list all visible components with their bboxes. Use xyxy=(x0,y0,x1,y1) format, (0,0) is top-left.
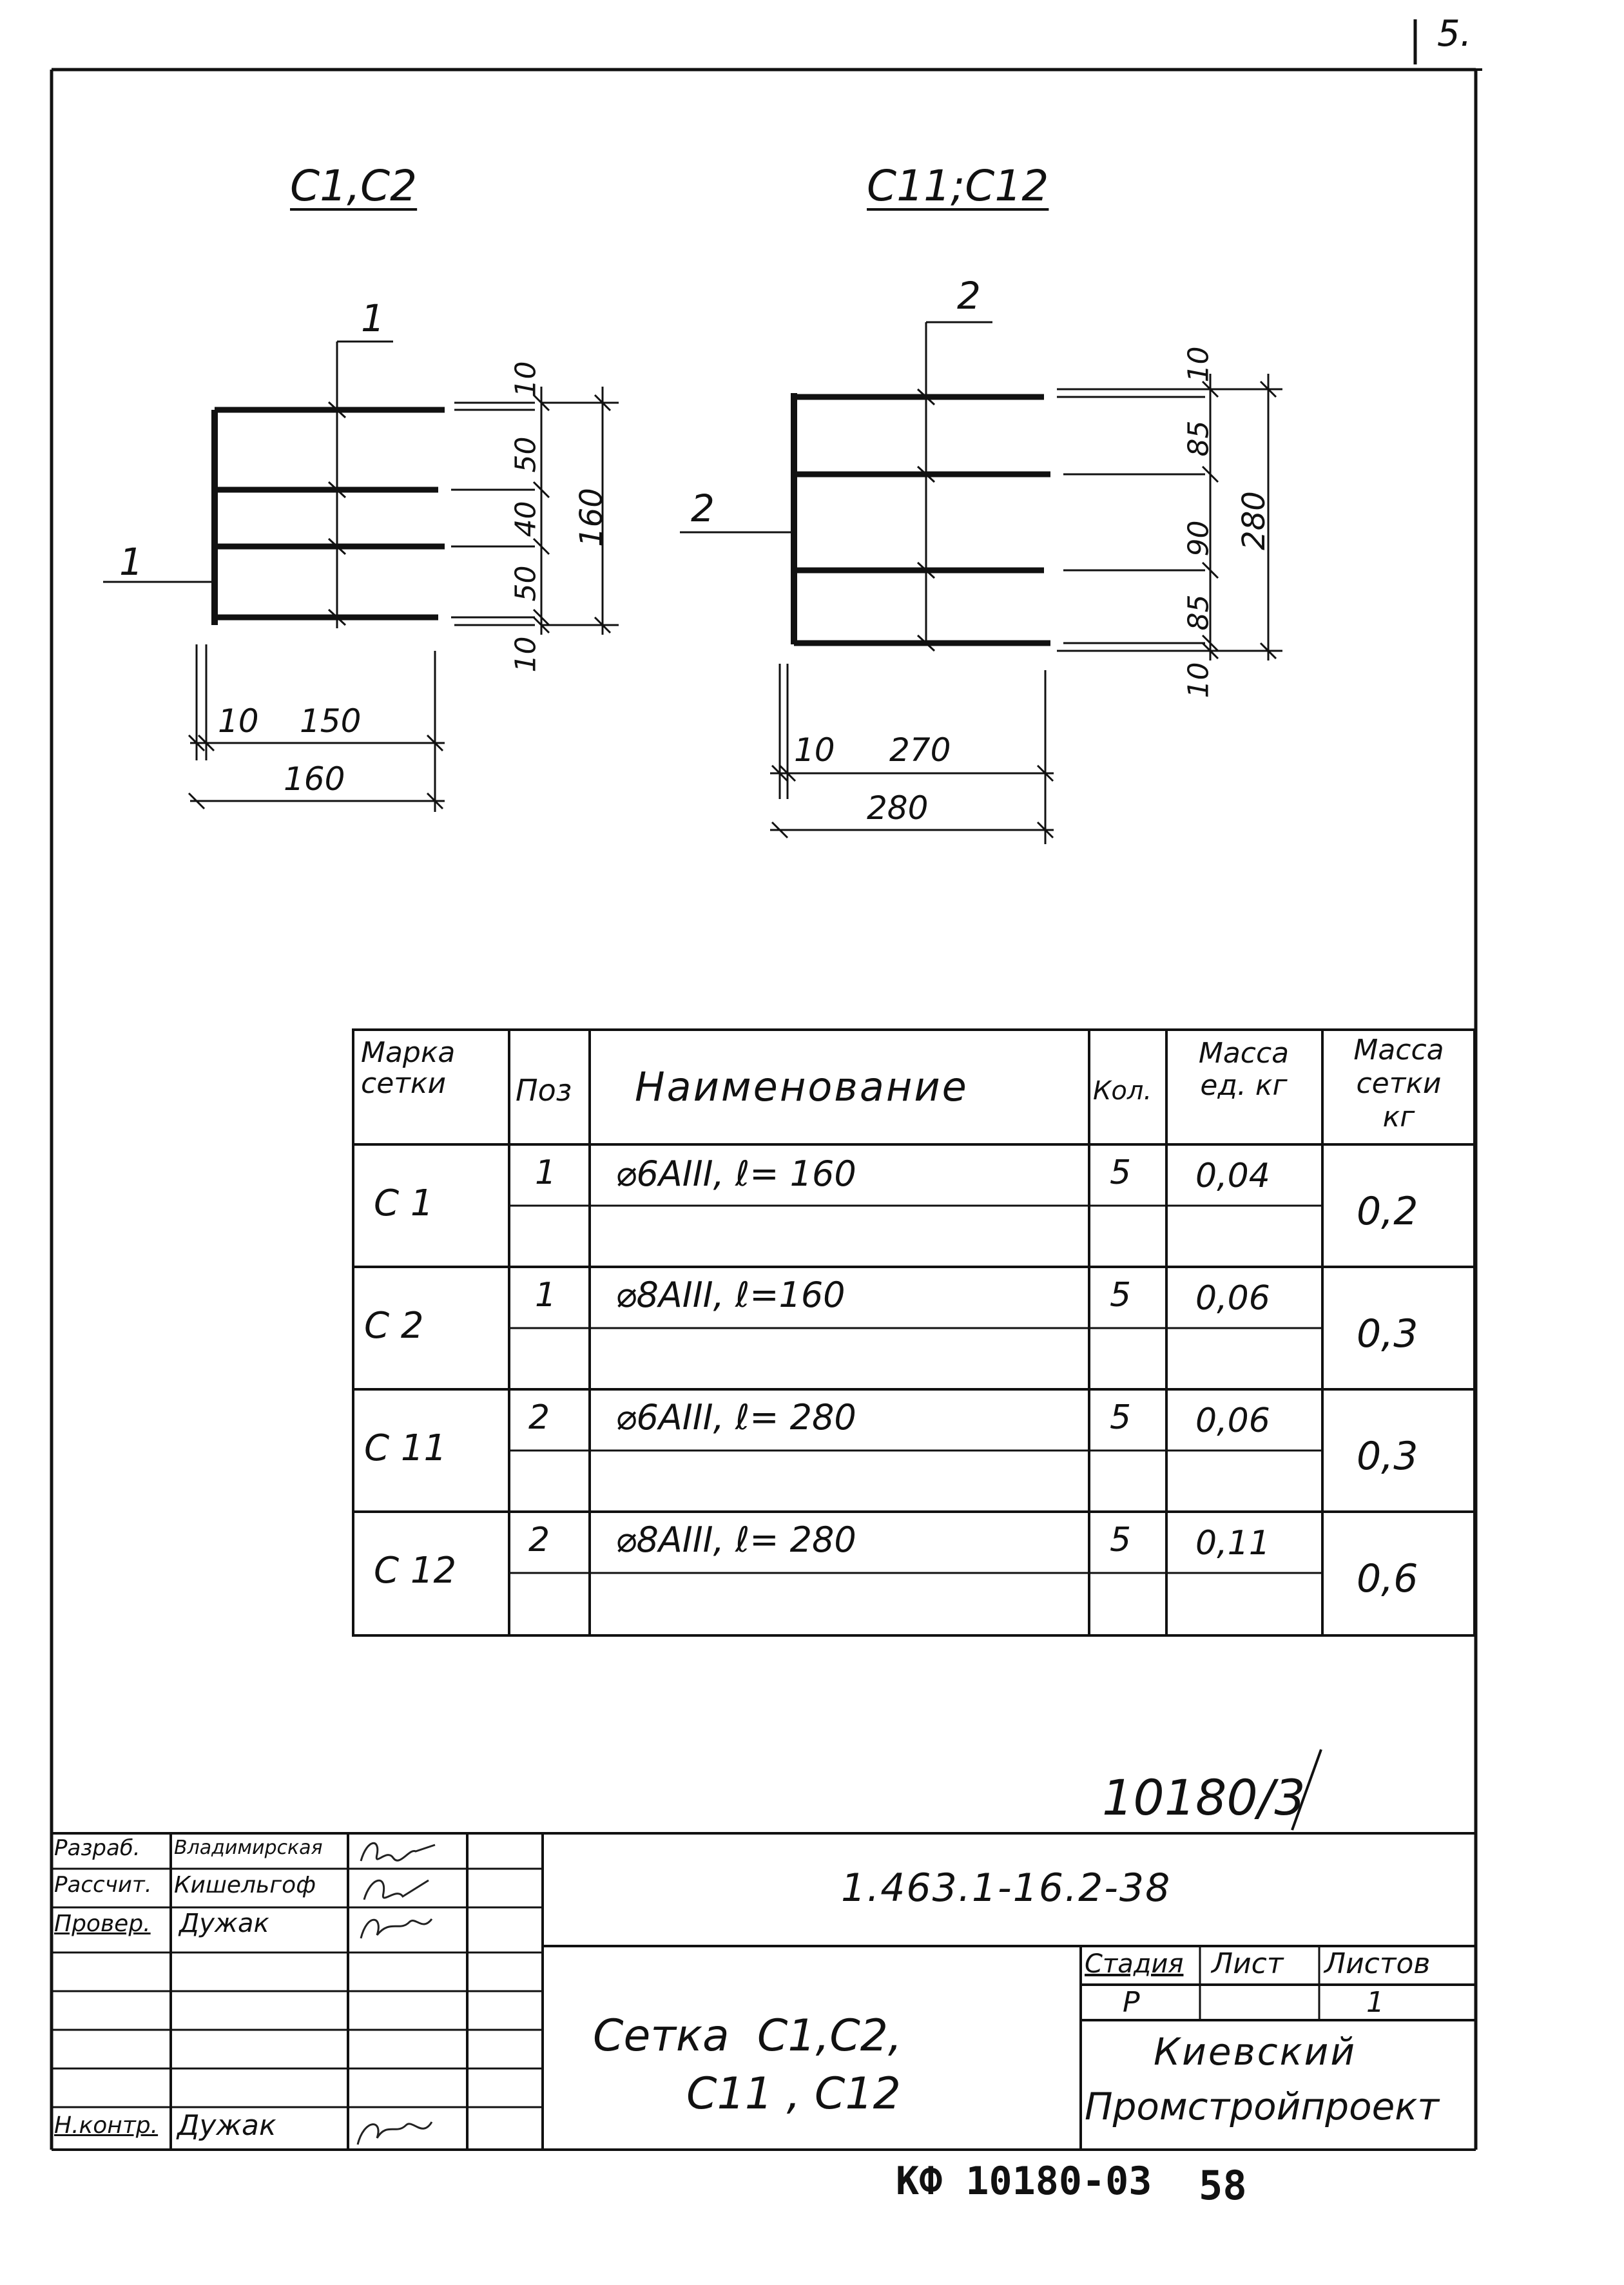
archive-code-text: КФ 10180-03 xyxy=(896,2159,1152,2204)
drawing-title-c11-c12: С11;С12 xyxy=(867,161,1049,211)
row2-total-mass: 0,3 xyxy=(1357,1311,1418,1356)
dim-c11-v1: 10 xyxy=(1182,346,1215,383)
sheets-label: Листов xyxy=(1324,1947,1431,1980)
role-1: Разраб. xyxy=(54,1835,140,1861)
row3-qty: 5 xyxy=(1110,1398,1132,1437)
mesh-c11-c12 xyxy=(680,321,1282,844)
row4-qty: 5 xyxy=(1110,1521,1132,1559)
dim-c1-total-h: 160 xyxy=(284,760,345,798)
organization-line1: Киевский xyxy=(1154,2030,1357,2074)
name-3: Дужак xyxy=(179,1909,269,1938)
dim-c1-v4: 50 xyxy=(509,565,543,602)
dim-c11-v2: 85 xyxy=(1182,420,1215,457)
signatures xyxy=(356,1842,436,2145)
dim-c11-h1: 10 xyxy=(794,731,835,769)
dim-c1-v5: 10 xyxy=(509,636,543,673)
row1-name: ⌀6АIII, ℓ= 160 xyxy=(615,1153,856,1194)
header-mark: Марка сетки xyxy=(361,1037,455,1099)
role-6: Н.контр. xyxy=(54,2112,159,2139)
spec-table-grid xyxy=(352,1028,1476,1637)
row1-unit-mass: 0,04 xyxy=(1195,1157,1270,1195)
section-mark-2-top: 2 xyxy=(957,274,981,318)
header-total-mass: Масса сетки кг xyxy=(1326,1034,1471,1134)
sheets-value: 1 xyxy=(1366,1986,1384,2019)
row3-total-mass: 0,3 xyxy=(1357,1434,1418,1479)
dim-c11-v4: 85 xyxy=(1182,594,1215,631)
stage-value: Р xyxy=(1123,1986,1140,2019)
section-mark-2-left: 2 xyxy=(691,487,715,530)
mesh-c1-c2 xyxy=(103,340,619,812)
dim-c1-total-v: 160 xyxy=(573,488,610,547)
section-mark-1-left: 1 xyxy=(119,540,143,584)
dim-c1-v1: 10 xyxy=(509,361,543,398)
row1-total-mass: 0,2 xyxy=(1357,1189,1418,1234)
dim-c1-v3: 40 xyxy=(509,501,543,537)
organization-line2: Промстройпроект xyxy=(1085,2085,1440,2128)
section-mark-1-top: 1 xyxy=(361,296,385,340)
dim-c11-h2: 270 xyxy=(889,731,951,769)
dim-c11-total-h: 280 xyxy=(867,789,929,827)
title-block-grid xyxy=(52,1749,1476,2151)
row3-unit-mass: 0,06 xyxy=(1195,1402,1270,1440)
role-3: Провер. xyxy=(54,1911,151,1937)
row3-name: ⌀6АIII, ℓ= 280 xyxy=(615,1397,856,1438)
order-number: 10180/3 xyxy=(1102,1769,1306,1826)
header-mark-line2: сетки xyxy=(361,1067,447,1100)
name-1: Владимирская xyxy=(174,1837,323,1859)
row4-name: ⌀8АIII, ℓ= 280 xyxy=(615,1519,856,1560)
role-2: Рассчит. xyxy=(54,1872,152,1898)
row3-mark: С 11 xyxy=(364,1427,447,1469)
page-number: 58 xyxy=(1199,2162,1247,2209)
row1-mark: С 1 xyxy=(374,1182,434,1224)
name-2: Кишельгоф xyxy=(174,1872,316,1898)
dim-c1-h1: 10 xyxy=(218,702,259,740)
dim-c11-v5: 10 xyxy=(1182,662,1215,699)
row2-mark: С 2 xyxy=(364,1305,424,1347)
row1-pos: 1 xyxy=(535,1153,557,1192)
stage-label: Стадия xyxy=(1085,1949,1184,1979)
header-mark-line1: Марка xyxy=(361,1036,456,1069)
header-unit-mass-line2: ед. кг xyxy=(1200,1069,1288,1102)
document-code: 1.463.1-16.2-38 xyxy=(841,1866,1172,1911)
dim-c11-v3: 90 xyxy=(1182,520,1215,557)
header-total-mass-line2: сетки xyxy=(1356,1067,1442,1100)
row4-unit-mass: 0,11 xyxy=(1195,1524,1270,1563)
archive-code: КФ 10180-03 xyxy=(896,2159,1152,2204)
corner-sheet-number: 5. xyxy=(1437,13,1472,55)
name-6: Дужак xyxy=(177,2109,276,2142)
header-total-mass-line1: Масса xyxy=(1353,1034,1444,1066)
drawing-title-line2: С11 , С12 xyxy=(686,2068,901,2119)
row3-pos: 2 xyxy=(528,1398,550,1437)
row4-mark: С 12 xyxy=(374,1550,457,1592)
dim-c11-total-v: 280 xyxy=(1235,491,1272,550)
row2-name: ⌀8АIII, ℓ=160 xyxy=(615,1275,846,1315)
row2-pos: 1 xyxy=(535,1276,557,1315)
header-name: Наименование xyxy=(635,1063,969,1110)
header-unit-mass-line1: Масса xyxy=(1198,1037,1290,1070)
dim-c1-h2: 150 xyxy=(300,702,362,740)
header-total-mass-line3: кг xyxy=(1382,1101,1415,1133)
header-unit-mass: Масса ед. кг xyxy=(1179,1037,1308,1102)
dim-c1-v2: 50 xyxy=(509,436,543,473)
drawing-title-c1-c2: С1,С2 xyxy=(290,161,418,211)
header-pos: Поз xyxy=(516,1073,572,1108)
header-qty: Кол. xyxy=(1093,1076,1152,1106)
row2-unit-mass: 0,06 xyxy=(1195,1279,1270,1318)
drawing-title-line1: Сетка С1,С2, xyxy=(593,2010,902,2061)
row2-qty: 5 xyxy=(1110,1276,1132,1315)
sheet-label: Лист xyxy=(1212,1947,1284,1980)
row4-pos: 2 xyxy=(528,1521,550,1559)
row4-total-mass: 0,6 xyxy=(1357,1556,1418,1601)
row1-qty: 5 xyxy=(1110,1153,1132,1192)
